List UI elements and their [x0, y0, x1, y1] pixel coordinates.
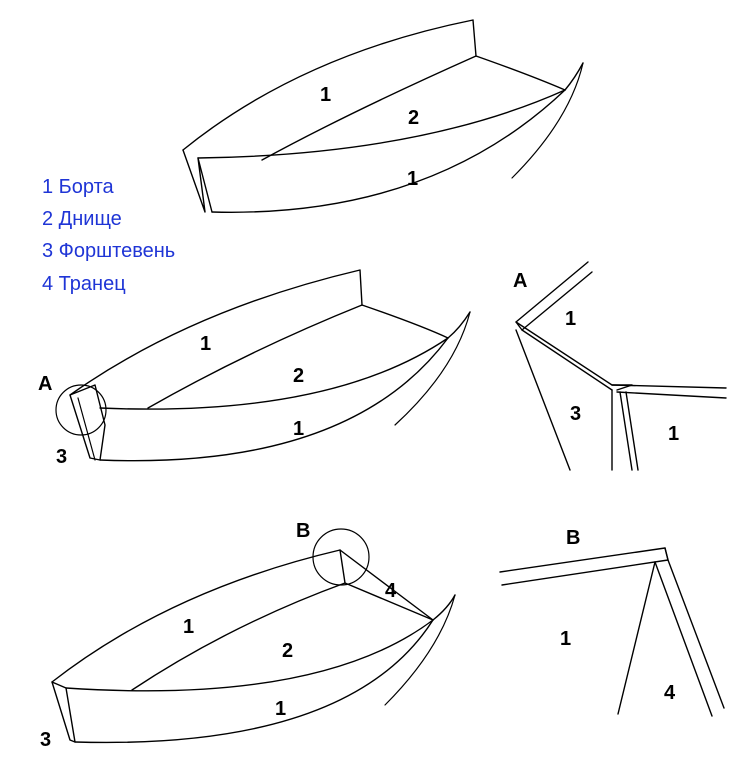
boat3-near-side-top — [65, 619, 434, 692]
detail-a-side-edge — [611, 389, 639, 471]
detail-a-side-upper — [515, 261, 593, 331]
boat2-stem — [69, 384, 106, 461]
detail-a-stem-front — [515, 329, 571, 471]
boat3-keel-line — [131, 582, 346, 691]
callout-label-b: B — [296, 520, 310, 542]
boat2-label-stem: 3 — [56, 446, 67, 468]
boat2-label-side-top: 1 — [200, 333, 211, 355]
boat2-stem-inner — [77, 397, 96, 461]
boat1-near-side-top — [197, 89, 566, 159]
detail-a-title: A — [513, 270, 527, 292]
detail-b-label-side: 1 — [560, 628, 571, 650]
legend-item-bottom: 2 Днище — [42, 208, 122, 230]
detail-a: A 1 3 1 — [513, 261, 727, 471]
boat3-stem — [51, 681, 76, 743]
boat3-label-stem: 3 — [40, 729, 51, 751]
boat3-label-side-front: 1 — [275, 698, 286, 720]
boat2-keel-line — [147, 304, 363, 409]
detail-a-label-stem: 3 — [570, 403, 581, 425]
detail-a-label-side-upper: 1 — [565, 308, 576, 330]
boat3-transom-bottom — [344, 582, 434, 621]
detail-b-label-transom: 4 — [664, 682, 676, 704]
legend: 1 Борта 2 Днище 3 Форштевень 4 Транец — [42, 176, 175, 295]
detail-a-side-lower — [611, 384, 727, 399]
boat3-label-side-top: 1 — [183, 616, 194, 638]
detail-a-label-side-lower: 1 — [668, 423, 679, 445]
boat1-bottom-edge — [211, 89, 566, 213]
boat-figure-2: A 1 2 1 3 — [38, 269, 471, 468]
boat3-stern-curve — [384, 594, 456, 706]
callout-circle-b — [312, 528, 370, 586]
callout-label-a: A — [38, 373, 52, 395]
boat1-label-side-front: 1 — [407, 168, 418, 190]
detail-b-side-top — [499, 547, 669, 586]
detail-b-title: B — [566, 527, 580, 549]
boat2-far-gunwale — [361, 304, 471, 339]
boat3-transom — [339, 549, 456, 621]
detail-b: B 1 4 — [499, 527, 725, 717]
legend-item-sides: 1 Борта — [42, 176, 115, 198]
boat2-label-bottom: 2 — [293, 365, 304, 387]
boat2-near-side-top — [99, 337, 449, 410]
detail-a-stem-face — [515, 321, 633, 391]
boat-figure-1: 1 2 1 — [182, 19, 584, 213]
legend-item-stem: 3 Форштевень — [42, 240, 175, 262]
boat1-far-side — [182, 19, 477, 151]
boat1-far-gunwale — [475, 55, 584, 91]
callout-circle-a — [55, 384, 107, 436]
boat1-bow-edge — [182, 149, 213, 213]
boat3-far-side — [51, 549, 346, 683]
boat2-bottom-edge — [99, 337, 449, 462]
boat1-keel-line — [261, 55, 477, 161]
detail-a-stem-inner — [521, 329, 613, 391]
legend-item-transom: 4 Транец — [42, 273, 126, 295]
boat1-stern-curve — [511, 62, 584, 179]
boat2-label-side-front: 1 — [293, 418, 304, 440]
boat3-bottom-edge — [74, 619, 434, 744]
boat2-far-side — [69, 269, 363, 396]
detail-b-transom-edge — [654, 547, 725, 717]
detail-b-transom-inner — [617, 561, 656, 715]
boat1-label-side-top: 1 — [320, 84, 331, 106]
boat3-label-bottom: 2 — [282, 640, 293, 662]
boat1-label-bottom: 2 — [408, 107, 419, 129]
boat2-stern-curve — [394, 311, 471, 426]
boat3-label-transom: 4 — [385, 580, 397, 602]
boat-figure-3: B 1 2 1 4 3 — [40, 520, 456, 751]
